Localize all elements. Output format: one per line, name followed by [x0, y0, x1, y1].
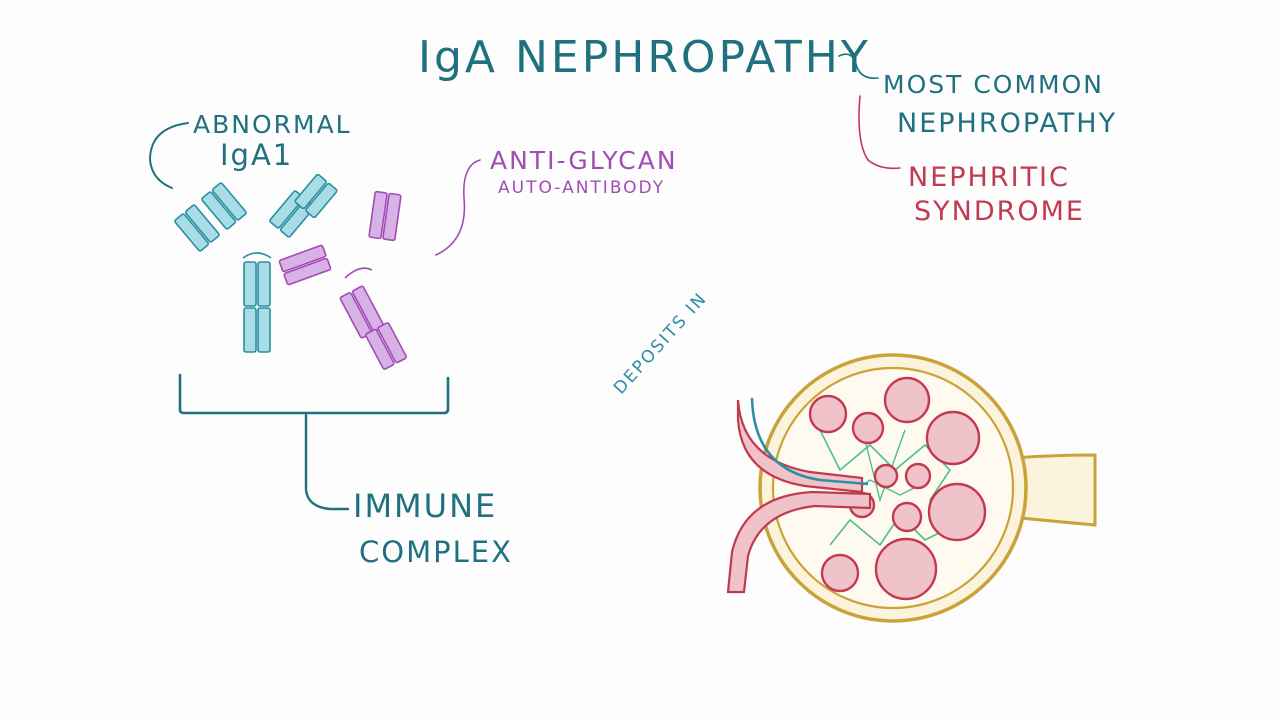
iga-fab-arm	[305, 182, 338, 219]
capillary-loop	[883, 376, 931, 424]
anti-glycan-pointer	[435, 159, 481, 256]
iga-heavy-chain	[257, 307, 271, 353]
iga-hinge	[242, 252, 272, 259]
capillary-loop	[891, 501, 923, 533]
antibody-tail	[377, 322, 407, 364]
connector-lines	[148, 53, 901, 511]
iga-fab-arm	[211, 182, 247, 221]
iga1-antibody-icon	[174, 173, 338, 353]
capillary-loop	[874, 537, 938, 601]
efferent-arteriole	[726, 490, 872, 594]
label-anti-glycan: ANTI-GLYCAN	[490, 146, 678, 175]
antibody-arm	[382, 192, 402, 242]
iga-fab-arm	[201, 191, 237, 230]
label-auto-antibody: AUTO-ANTIBODY	[498, 178, 666, 198]
iga-fab-arm	[294, 173, 327, 210]
label-most-common: MOST COMMON	[883, 70, 1104, 99]
capillary-loop	[873, 463, 899, 489]
anti-glycan-antibody-icon	[278, 190, 407, 370]
antibody-arm	[368, 190, 388, 240]
iga-fab-arm	[174, 213, 210, 252]
capillary-loop	[925, 410, 981, 466]
abnormal-iga1-pointer	[148, 122, 189, 189]
bracket-to-immune	[304, 413, 350, 511]
label-iga1: IgA1	[220, 138, 294, 172]
afferent-arteriole	[736, 399, 864, 494]
immune-complex-bracket	[178, 373, 450, 415]
capillary-loop	[927, 482, 987, 542]
capillary-loop	[820, 553, 860, 593]
capillary-loop	[808, 394, 848, 434]
iga-heavy-chain	[257, 261, 271, 307]
label-immune: IMMUNE	[353, 487, 498, 525]
iga-heavy-chain	[243, 261, 257, 307]
glomerulus-icon	[726, 353, 1097, 623]
iga-fab-arm	[184, 204, 220, 243]
immune-deposit-track	[750, 397, 869, 486]
nephritic-connector	[858, 95, 901, 170]
antibody-tail	[365, 328, 395, 370]
label-syndrome: SYNDROME	[914, 196, 1085, 227]
capillary-loop	[851, 411, 885, 445]
mesangium	[819, 429, 957, 547]
antibody-hinge	[344, 267, 373, 279]
antibody-arm	[283, 257, 332, 286]
title-connector	[838, 53, 879, 80]
label-abnormal: ABNORMAL	[193, 110, 352, 139]
capillary-loop	[904, 462, 932, 490]
iga-heavy-chain	[243, 307, 257, 353]
label-nephritic: NEPHRITIC	[908, 162, 1070, 193]
antibody-arm	[278, 244, 327, 273]
label-nephropathy: NEPHROPATHY	[897, 108, 1118, 139]
page-title: IgA NEPHROPATHY	[418, 32, 871, 83]
label-complex: COMPLEX	[359, 535, 513, 569]
